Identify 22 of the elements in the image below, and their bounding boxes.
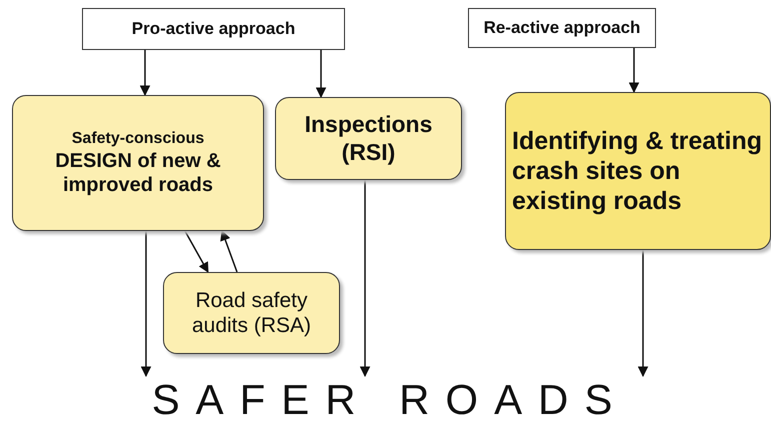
arrow	[638, 250, 648, 378]
box-label: Road safety audits (RSA)	[190, 288, 312, 338]
process-box	[505, 92, 771, 250]
box-label: Identifying & treating crash sites on existing roads	[512, 126, 763, 216]
arrow	[184, 230, 209, 273]
process-box	[12, 95, 264, 231]
arrow	[316, 50, 326, 98]
result-label: SAFER ROADS	[152, 374, 628, 425]
arrow	[360, 180, 370, 378]
box-label: Inspections (RSI)	[304, 110, 434, 166]
box-label: DESIGN of new & improved roads	[54, 148, 222, 197]
box-label: Re-active approach	[484, 18, 640, 38]
box-label: Pro-active approach	[132, 18, 296, 40]
arrow	[140, 231, 152, 378]
box-label: Safety-conscious	[72, 129, 204, 149]
arrow	[628, 48, 640, 94]
process-box	[163, 272, 340, 354]
process-box	[275, 97, 462, 180]
arrow	[140, 50, 150, 96]
arrow	[220, 230, 238, 272]
heading-box	[468, 8, 656, 48]
heading-box	[82, 8, 345, 50]
